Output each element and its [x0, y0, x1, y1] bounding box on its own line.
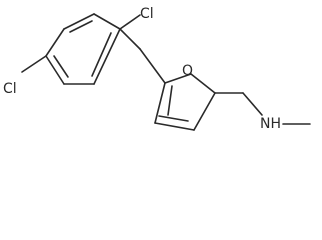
bond-ch2-n	[242, 92, 263, 116]
double-bond-inner	[91, 32, 112, 77]
bond	[193, 92, 216, 131]
bond	[190, 73, 216, 94]
furan-ring	[139, 48, 216, 131]
bond	[93, 28, 121, 85]
structure-diagram: Cl Cl O NH	[3, 6, 311, 132]
bond	[154, 82, 166, 124]
bond-to-cl-left	[21, 55, 47, 73]
bond	[63, 13, 95, 30]
bond	[164, 73, 192, 84]
atom-cl-top: Cl	[140, 6, 154, 22]
double-bond-inner	[158, 115, 189, 122]
bond	[154, 122, 195, 131]
bond	[93, 13, 121, 30]
double-bond-inner	[53, 55, 69, 78]
bond	[139, 48, 166, 84]
atom-cl-left: Cl	[3, 81, 17, 97]
bond	[45, 28, 65, 57]
bond-aryl-furan	[119, 28, 141, 50]
double-bond-inner	[69, 20, 93, 33]
bond	[45, 55, 65, 85]
double-bond-inner	[167, 85, 173, 116]
bond-to-cl-top	[119, 14, 141, 30]
atom-amine: NH	[260, 116, 281, 132]
benzene-ring	[45, 13, 121, 85]
atom-oxygen: O	[182, 63, 193, 79]
molecule-drawing: Cl Cl O NH	[3, 6, 311, 132]
